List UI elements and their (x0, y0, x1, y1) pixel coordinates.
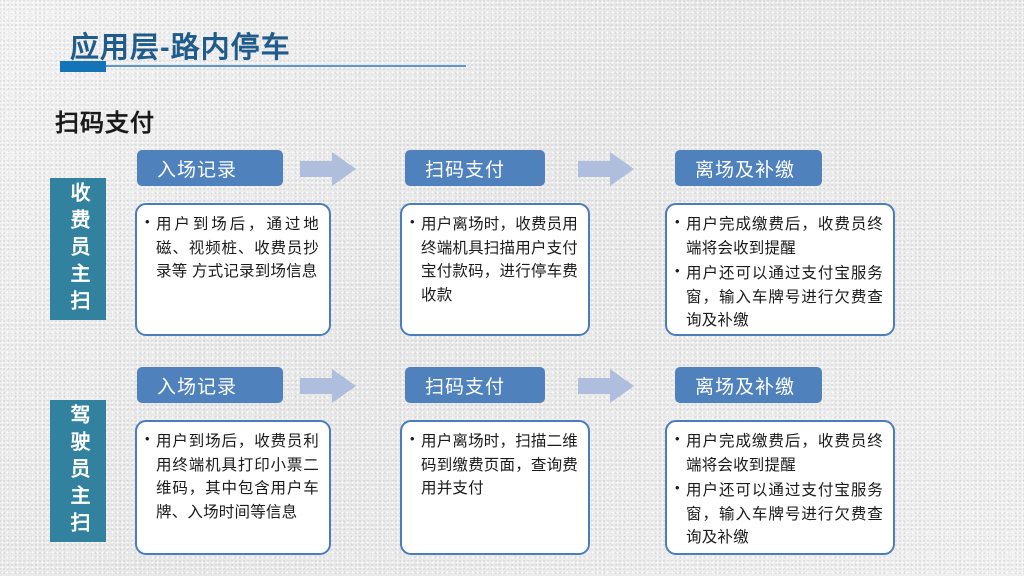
list-item: 用户离场时，收费员用终端机具扫描用户支付宝付款码，进行停车费收款 (410, 212, 578, 307)
step-content-r2c2: 用户离场时，扫描二维码到缴费页面，查询费用并支付 (400, 420, 590, 555)
step-header-r2c3[interactable]: 离场及补缴 (675, 367, 822, 403)
list-item: 用户到场后，收费员利用终端机具打印小票二维码，其中包含用户车牌、入场时间等信息 (145, 429, 319, 524)
bullet-list: 用户到场后，通过地磁、视频桩、收费员抄录等 方式记录到场信息 (145, 212, 319, 284)
row-label-text: 驾驶员主扫 (67, 403, 89, 539)
bullet-list: 用户离场时，收费员用终端机具扫描用户支付宝付款码，进行停车费收款 (410, 212, 578, 307)
step-header-label: 入场记录 (157, 159, 238, 181)
right-arrow-icon-r2a2 (578, 367, 634, 405)
step-content-r2c3: 用户完成缴费后，收费员终端将会收到提醒 用户还可以通过支付宝服务窗，输入车牌号进… (665, 420, 895, 555)
right-arrow-icon-r1a2 (578, 150, 634, 188)
step-header-r1c3[interactable]: 离场及补缴 (675, 150, 822, 186)
row-label-driver-scan: 驾驶员主扫 (50, 400, 106, 542)
step-header-r1c1[interactable]: 入场记录 (137, 150, 283, 186)
step-content-r1c2: 用户离场时，收费员用终端机具扫描用户支付宝付款码，进行停车费收款 (400, 203, 590, 336)
list-item: 用户还可以通过支付宝服务窗，输入车牌号进行欠费查询及补缴 (675, 261, 883, 333)
row-label-text: 收费员主扫 (67, 181, 89, 317)
step-content-r1c1: 用户到场后，通过地磁、视频桩、收费员抄录等 方式记录到场信息 (135, 203, 331, 336)
right-arrow-icon-r2a1 (300, 367, 356, 405)
step-header-r1c2[interactable]: 扫码支付 (405, 150, 545, 186)
step-header-label: 离场及补缴 (695, 376, 796, 398)
title-underline-rule (106, 65, 466, 67)
step-header-label: 离场及补缴 (695, 159, 796, 181)
list-item: 用户到场后，通过地磁、视频桩、收费员抄录等 方式记录到场信息 (145, 212, 319, 284)
step-header-label: 扫码支付 (425, 159, 506, 181)
list-item: 用户离场时，扫描二维码到缴费页面，查询费用并支付 (410, 429, 578, 501)
bullet-list: 用户完成缴费后，收费员终端将会收到提醒 用户还可以通过支付宝服务窗，输入车牌号进… (675, 429, 883, 550)
step-header-r2c1[interactable]: 入场记录 (137, 367, 283, 403)
step-header-label: 入场记录 (157, 376, 238, 398)
bullet-list: 用户完成缴费后，收费员终端将会收到提醒 用户还可以通过支付宝服务窗，输入车牌号进… (675, 212, 883, 333)
row-label-collector-scan: 收费员主扫 (50, 178, 106, 320)
right-arrow-icon-r1a1 (300, 150, 356, 188)
step-header-r2c2[interactable]: 扫码支付 (405, 367, 545, 403)
step-content-r2c1: 用户到场后，收费员利用终端机具打印小票二维码，其中包含用户车牌、入场时间等信息 (135, 420, 331, 555)
list-item: 用户完成缴费后，收费员终端将会收到提醒 (675, 212, 883, 260)
list-item: 用户完成缴费后，收费员终端将会收到提醒 (675, 429, 883, 477)
step-header-label: 扫码支付 (425, 376, 506, 398)
step-content-r1c3: 用户完成缴费后，收费员终端将会收到提醒 用户还可以通过支付宝服务窗，输入车牌号进… (665, 203, 895, 336)
bullet-list: 用户到场后，收费员利用终端机具打印小票二维码，其中包含用户车牌、入场时间等信息 (145, 429, 319, 524)
title-accent-bar (60, 61, 106, 72)
bullet-list: 用户离场时，扫描二维码到缴费页面，查询费用并支付 (410, 429, 578, 501)
section-subtitle: 扫码支付 (55, 110, 155, 137)
list-item: 用户还可以通过支付宝服务窗，输入车牌号进行欠费查询及补缴 (675, 478, 883, 550)
page-title: 应用层-路内停车 (70, 32, 291, 64)
